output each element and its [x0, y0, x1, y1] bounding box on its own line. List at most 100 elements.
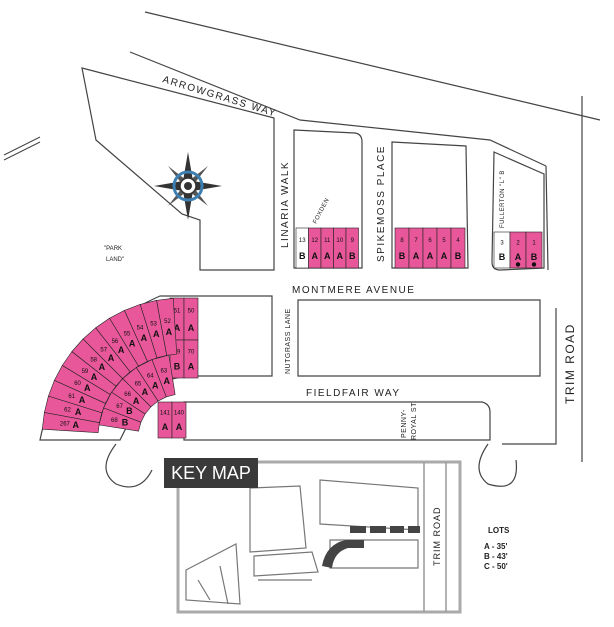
- lot-11[interactable]: 11A: [320, 227, 334, 269]
- lot-type: A: [79, 395, 86, 405]
- lot-50[interactable]: 50A: [183, 297, 199, 341]
- lot-number: 7: [414, 238, 418, 244]
- lot-type: A: [118, 345, 125, 355]
- street-linaria: LINARIA WALK: [280, 161, 291, 248]
- lot-number: 52: [164, 319, 171, 325]
- lot-type: B: [299, 251, 306, 261]
- lot-12[interactable]: 12A: [308, 227, 322, 269]
- lot-type: B: [122, 418, 129, 428]
- street-trim: TRIM ROAD: [563, 323, 577, 404]
- legend-item: C - 50': [484, 562, 508, 571]
- lot-number: 267: [60, 422, 71, 428]
- lot-type: A: [108, 353, 115, 363]
- legend-item: B - 43': [484, 552, 508, 561]
- lot-dot: [531, 262, 537, 267]
- lot-number: 3: [500, 241, 504, 247]
- lot-number: 66: [124, 392, 131, 398]
- lot-68[interactable]: 68 B: [98, 407, 142, 432]
- lot-type: A: [133, 396, 140, 406]
- lot-type: A: [441, 251, 448, 261]
- lot-type: A: [324, 251, 331, 261]
- lot-13[interactable]: 13B: [295, 227, 309, 269]
- street-spikemoss: SPIKEMOSS PLACE: [376, 145, 387, 262]
- lot-9[interactable]: 9B: [345, 227, 359, 269]
- cul-de-sac-east: [478, 443, 518, 487]
- lot-number: 67: [116, 404, 123, 410]
- lot-number: 6: [428, 238, 432, 244]
- lot-type: A: [73, 420, 80, 430]
- lot-type: A: [99, 362, 106, 372]
- lot-number: 61: [68, 394, 75, 400]
- lot-7[interactable]: 7A: [408, 227, 424, 269]
- lot-type: A: [129, 338, 136, 348]
- lot-3[interactable]: 3B: [493, 231, 511, 269]
- lot-1[interactable]: 1B: [525, 231, 543, 269]
- lot-number: 10: [336, 238, 343, 244]
- road-edge-trim-west: [545, 165, 549, 271]
- lot-type: A: [515, 252, 522, 262]
- lot-number: 13: [299, 238, 306, 244]
- park-label-2: LAND": [106, 257, 124, 263]
- lot-type: A: [166, 327, 173, 337]
- lot-70[interactable]: 70A: [183, 339, 199, 379]
- street-nutgrass: NUTGRASS LANE: [285, 308, 292, 374]
- lot-type: A: [163, 376, 170, 386]
- street-montmere: MONTMERE AVENUE: [292, 285, 415, 296]
- lot-8[interactable]: 8B: [394, 227, 410, 269]
- lot-type: A: [141, 333, 148, 343]
- lot-number: 1: [532, 241, 536, 247]
- lot-type: B: [455, 251, 462, 261]
- lot-type: A: [91, 372, 98, 382]
- lot-type: B: [531, 252, 538, 262]
- lot-type: B: [399, 251, 406, 261]
- lot-5[interactable]: 5A: [436, 227, 452, 269]
- lot-number: 50: [188, 309, 195, 315]
- lot-10[interactable]: 10A: [333, 227, 347, 269]
- street-fullerton: FULLERTON "L" B: [500, 170, 506, 228]
- lot-number: 62: [64, 408, 71, 414]
- lot-number: 53: [150, 321, 157, 327]
- lot-number: 4: [456, 238, 460, 244]
- lot-2[interactable]: 2A: [509, 231, 527, 269]
- road-edge-top: [144, 11, 601, 121]
- compass-icon: [154, 152, 222, 220]
- lot-type: A: [312, 251, 319, 261]
- lot-number: 65: [135, 382, 142, 388]
- lot-type: A: [174, 323, 181, 333]
- legend-item: A - 35': [484, 542, 508, 551]
- lot-number: 54: [137, 326, 144, 332]
- lot-number: 58: [90, 358, 97, 364]
- lot-number: 69: [174, 349, 181, 355]
- street-penny-2: ROYAL ST.: [411, 400, 418, 440]
- lot-number: 63: [161, 368, 168, 374]
- lot-type: A: [176, 422, 183, 432]
- lot-6[interactable]: 6A: [422, 227, 438, 269]
- lot-number: 141: [160, 411, 171, 417]
- block-south: [183, 401, 491, 441]
- lot-number: 70: [188, 349, 195, 355]
- lot-type: A: [188, 362, 195, 372]
- lot-number: 5: [442, 238, 446, 244]
- lot-number: 68: [111, 418, 118, 424]
- lot-number: 11: [324, 238, 331, 244]
- road-edge-north: [129, 51, 547, 167]
- key-map-highlight: [322, 526, 420, 568]
- park-label-1: "PARK: [104, 246, 122, 252]
- lot-type: A: [162, 422, 169, 432]
- block-nutgrass-east: [297, 299, 541, 377]
- lot-type: B: [174, 362, 181, 372]
- lot-4[interactable]: 4B: [450, 227, 466, 269]
- lot-number: 64: [147, 374, 154, 380]
- lot-number: 8: [400, 238, 404, 244]
- key-map-title: KEY MAP: [164, 458, 258, 488]
